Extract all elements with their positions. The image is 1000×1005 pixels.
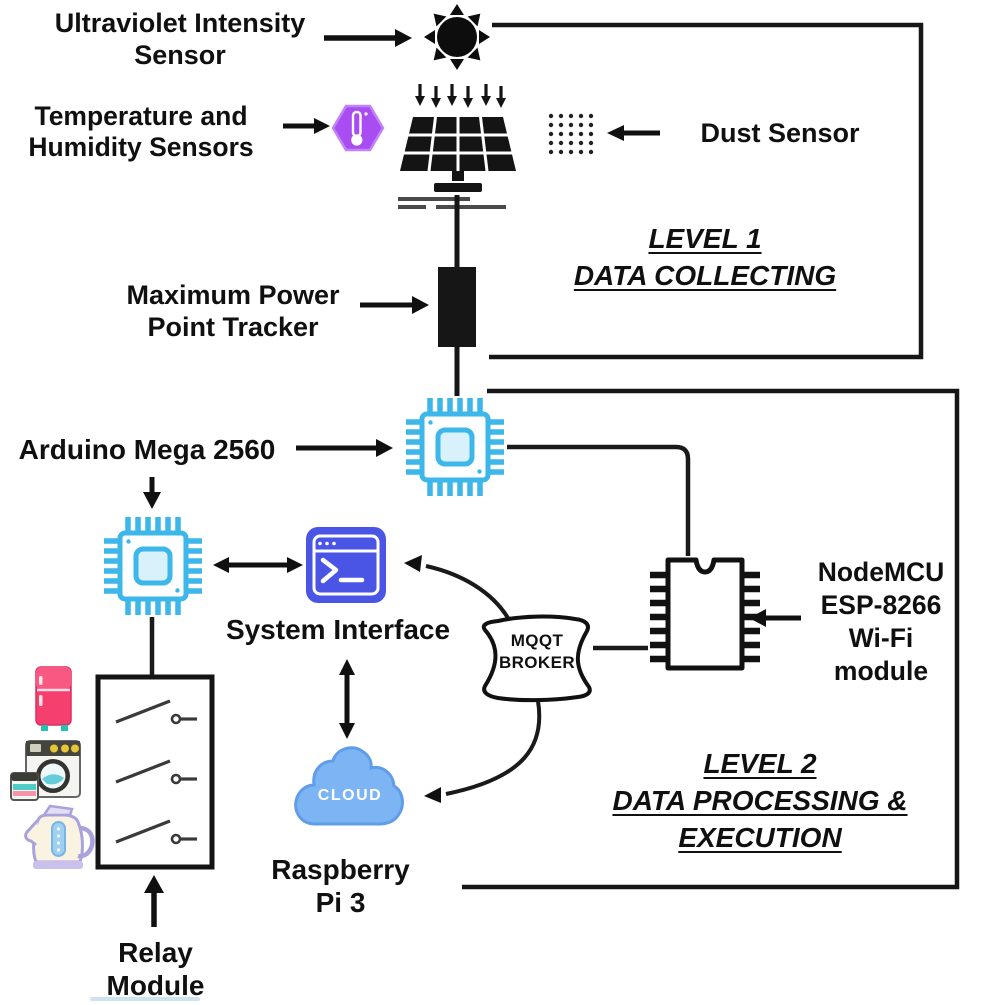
nodemcu-label-line2: ESP-8266 [820, 590, 942, 621]
arrow-uv-to-sun [324, 29, 412, 47]
cloud-label-text: CLOUD [317, 787, 383, 804]
relay-module-label-line1: Relay [118, 937, 193, 968]
arduino-chip-icon [104, 517, 202, 615]
mppt-block-icon [438, 195, 476, 396]
washing-machine-icon [10, 740, 81, 801]
arduino-label-text: Arduino Mega 2560 [18, 434, 276, 465]
raspberry-pi-label-line1: Raspberry [271, 854, 410, 885]
sun-icon [424, 4, 490, 70]
dust-particles-icon [548, 113, 594, 155]
arrow-arduinolabel-to-chip2 [143, 477, 161, 509]
blue-underline-artifact [90, 997, 200, 1001]
mppt-label-line2: Point Tracker [147, 311, 319, 342]
temp-humidity-label: Temperature and Humidity Sensors [12, 101, 270, 164]
uv-sensor-label-line2: Sensor [134, 39, 226, 70]
level1-title-line2: DATA COLLECTING [573, 259, 837, 291]
arrow-interface-cloud [339, 659, 355, 739]
mqqt-broker-label: MQQT BROKER [486, 630, 588, 674]
temperature-hexagon-icon [331, 104, 385, 152]
level2-region-box [462, 388, 960, 890]
system-interface-label-text: System Interface [225, 614, 451, 645]
dust-sensor-label: Dust Sensor [690, 118, 870, 150]
arduino-chip-icon [406, 398, 504, 496]
system-interface-label: System Interface [213, 613, 463, 646]
relay-module-label: Relay Module [73, 936, 238, 1002]
raspberry-pi-label-line2: Pi 3 [315, 887, 366, 919]
temp-humidity-label-line2: Humidity Sensors [28, 132, 254, 163]
level1-title-line1: LEVEL 1 [648, 223, 762, 254]
mppt-label: Maximum Power Point Tracker [103, 280, 363, 344]
arduino-label: Arduino Mega 2560 [2, 433, 292, 466]
mqqt-broker-label-line2: BROKER [498, 653, 576, 673]
relay-switch-box [95, 674, 215, 870]
mqqt-broker-label-line1: MQQT [510, 631, 564, 650]
arrow-temp-to-hexagon [283, 118, 330, 134]
raspberry-pi-label: Raspberry Pi 3 [238, 853, 443, 919]
level2-title-line1: LEVEL 2 [703, 748, 817, 779]
terminal-window-icon [306, 527, 386, 603]
nodemcu-label-line1: NodeMCU [817, 557, 945, 587]
refrigerator-icon [35, 666, 72, 731]
arrow-dustlabel-to-particles [607, 125, 660, 141]
arrow-chip2-terminal [213, 557, 303, 573]
arrow-nodemculabel-to-chip [749, 609, 801, 627]
uv-sensor-label: Ultraviolet Intensity Sensor [30, 8, 330, 72]
arrow-relaylabel-to-box [144, 875, 164, 927]
uv-sensor-label-line1: Ultraviolet Intensity [54, 8, 306, 38]
arrow-mpptlabel-to-block [360, 296, 429, 314]
level1-title: LEVEL 1 DATA COLLECTING [528, 221, 882, 295]
level2-title-line3: EXECUTION [678, 821, 842, 853]
solar-panel-icon [398, 84, 516, 209]
level2-title-line2: DATA PROCESSING & [612, 784, 908, 816]
nodemcu-label-line3: Wi-Fi [848, 623, 914, 654]
level1-region-box [489, 22, 924, 360]
relay-module-label-line2: Module [106, 970, 205, 1002]
wire-chip1-to-nodemcu [507, 444, 691, 556]
nodemcu-label: NodeMCU ESP-8266 Wi-Fi module [800, 556, 962, 689]
arrow-mqqt-to-cloud [424, 700, 542, 803]
mppt-label-line1: Maximum Power [126, 280, 340, 310]
ic-chip-icon [650, 557, 760, 671]
broker-scroll-shape [481, 614, 592, 703]
level2-title: LEVEL 2 DATA PROCESSING & EXECUTION [552, 746, 968, 857]
dust-sensor-label-text: Dust Sensor [700, 118, 860, 148]
kettle-icon [24, 804, 95, 869]
nodemcu-label-line4: module [833, 656, 929, 687]
arrow-arduinolabel-to-chip [296, 439, 393, 457]
cloud-icon [294, 746, 404, 826]
temp-humidity-label-line1: Temperature and [34, 101, 248, 131]
arrow-mqqt-to-interface [404, 555, 510, 620]
cloud-label: CLOUD [302, 787, 398, 806]
